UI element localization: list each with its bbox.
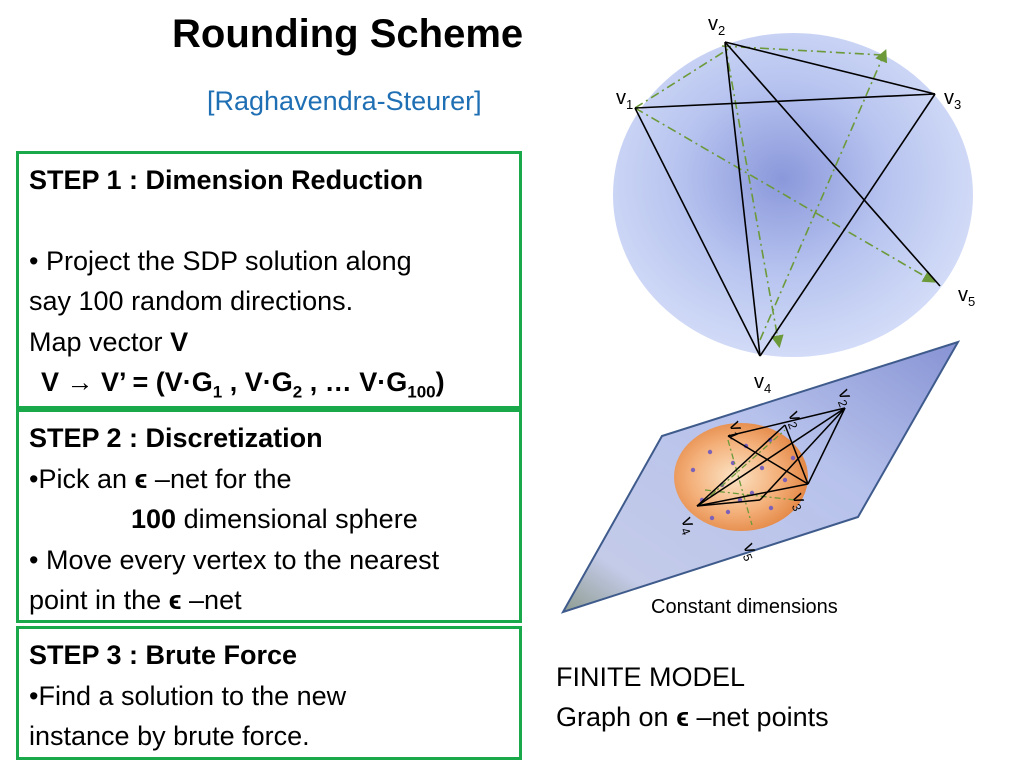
- figure-caption: Constant dimensions: [651, 596, 838, 618]
- finite-model-line2: Graph on ϵ –net points: [556, 697, 829, 737]
- step2-heading: STEP 2 : Discretization: [29, 423, 323, 453]
- step2-line2-bold: 100: [131, 504, 177, 534]
- step2-line2-rest: dimensional sphere: [176, 504, 418, 534]
- step2-line2: 100 dimensional sphere: [29, 499, 509, 540]
- formula-mid1: , V·G: [222, 367, 293, 397]
- epsilon-symbol: ϵ: [134, 463, 148, 494]
- step2-line3: • Move every vertex to the nearest: [29, 544, 440, 575]
- step1-map-vector: V: [170, 326, 189, 357]
- step3-line1: •Find a solution to the new: [29, 680, 347, 711]
- step3-box: STEP 3 : Brute Force •Find a solution to…: [16, 626, 522, 760]
- formula-sub3: 100: [407, 382, 436, 402]
- step1-formula: V → V’ = (V·G1 , V·G2 , … V·G100): [29, 362, 509, 403]
- small-graph-edges: [696, 407, 846, 507]
- finite-model-block: FINITE MODEL Graph on ϵ –net points: [556, 657, 829, 737]
- epsilon-symbol: ϵ: [168, 585, 182, 615]
- finite-model-title: FINITE MODEL: [556, 662, 746, 692]
- vertex-label-v5: v5: [958, 284, 975, 309]
- vertex-label-v3: v3: [944, 87, 961, 112]
- step1-bullet-cont: say 100 random directions.: [29, 286, 354, 316]
- formula-sub1: 1: [212, 382, 223, 402]
- step1-map-prefix: Map vector: [29, 326, 171, 357]
- step1-heading: STEP 1 : Dimension Reduction: [29, 165, 424, 195]
- step2-line4-post: –net: [181, 585, 242, 615]
- step1-bullet: • Project the SDP solution along: [29, 245, 412, 276]
- slide-subtitle: [Raghavendra-Steurer]: [207, 86, 482, 116]
- step1-map-line: Map vector V: [29, 322, 509, 363]
- finite-line2-pre: Graph on: [556, 702, 677, 732]
- formula-end: ): [435, 367, 445, 397]
- step3-heading: STEP 3 : Brute Force: [29, 640, 298, 670]
- formula-mid2: , … V·G: [302, 367, 408, 397]
- step2-box: STEP 2 : Discretization •Pick an ϵ –net …: [16, 409, 522, 623]
- vertex-label-v4: v4: [754, 371, 771, 396]
- step3-line2: instance by brute force.: [29, 721, 310, 751]
- step2-line4-pre: point in the: [29, 585, 169, 615]
- finite-line2-post: –net points: [689, 702, 829, 732]
- epsilon-symbol: ϵ: [676, 702, 689, 732]
- step2-line1-post: –net for the: [147, 463, 292, 494]
- vertex-label-v1: v1: [616, 87, 633, 112]
- step1-box: STEP 1 : Dimension Reduction • Project t…: [16, 151, 522, 409]
- vertex-label-v2: v2: [708, 13, 725, 38]
- step2-line4: point in the ϵ –net: [29, 580, 509, 621]
- graph-edges: [634, 41, 941, 357]
- step2-line1: •Pick an ϵ –net for the: [29, 459, 509, 500]
- formula-sub2: 2: [292, 382, 303, 402]
- formula-lhs: V → V’ = (V·G: [41, 367, 213, 397]
- slide-title: Rounding Scheme: [172, 12, 524, 56]
- large-sphere: [613, 33, 973, 357]
- step2-line1-pre: •Pick an: [29, 463, 135, 494]
